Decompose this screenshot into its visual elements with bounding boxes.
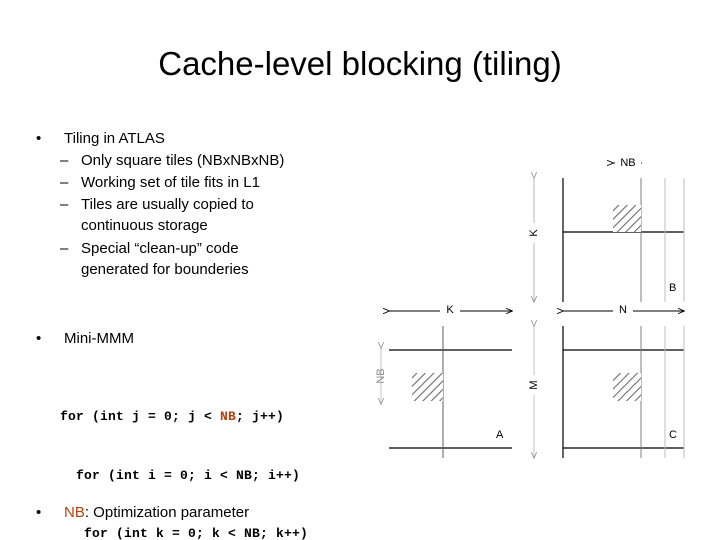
- code-line-1-post: ; j++): [236, 409, 285, 424]
- sub-bullet-working-set-l1: – Working set of tile fits in L1: [60, 172, 260, 193]
- matrix-b-tile: [613, 205, 641, 232]
- dash-marker: –: [60, 152, 69, 169]
- sub-bullet-label: Working set of tile fits in L1: [81, 174, 260, 191]
- label-n-horizontal: N: [613, 304, 633, 316]
- code-line-1: for (int j = 0; j < NB; j++): [60, 407, 324, 427]
- dash-marker: –: [60, 174, 69, 191]
- bullet-marker: •: [36, 330, 42, 347]
- label-nb-top: NB: [615, 157, 641, 169]
- code-nb-token: NB: [220, 409, 237, 424]
- label-matrix-c: C: [669, 429, 677, 441]
- mini-mmm-code-block: for (int j = 0; j < NB; j++) for (int i …: [60, 368, 324, 540]
- label-matrix-b: B: [669, 282, 677, 294]
- sub-bullet-copied-to-continuous-storage: – Tiles are usually copied to continuous…: [60, 194, 254, 236]
- bullet-label: Tiling in ATLAS: [64, 130, 165, 147]
- sub-bullet-square-tiles: – Only square tiles (NBxNBxNB): [60, 150, 284, 171]
- sub-bullet-label: Tiles are usually copied to continuous s…: [81, 196, 254, 234]
- page-title: Cache-level blocking (tiling): [158, 45, 562, 82]
- nb-description-label: : Optimization parameter: [84, 504, 250, 521]
- matrix-c-tile: [613, 373, 641, 401]
- dash-marker: –: [60, 240, 69, 257]
- label-k-vertical: K: [528, 223, 540, 243]
- code-line-3: for (int k = 0; k < NB; k++): [60, 526, 309, 540]
- dash-marker: –: [60, 196, 69, 213]
- nb-accent-label: NB: [64, 504, 85, 521]
- label-m-vertical: M: [528, 375, 540, 395]
- label-k-horizontal: K: [440, 304, 460, 316]
- label-matrix-a: A: [496, 429, 504, 441]
- bullet-marker: •: [36, 504, 42, 521]
- sub-bullet-label: Special “clean-up” code generated for bo…: [81, 240, 249, 278]
- matrix-b-group: [534, 163, 684, 311]
- label-nb-vertical: NB: [375, 368, 387, 384]
- bullet-mini-mmm: • Mini-MMM: [36, 328, 134, 349]
- matrix-a-group: [381, 311, 512, 458]
- code-line-1-pre: for (int j = 0; j <: [60, 409, 221, 424]
- sub-bullet-clean-up-code: – Special “clean-up” code generated for …: [60, 238, 249, 280]
- matrix-a-tile: [412, 373, 443, 401]
- sub-bullet-label: Only square tiles (NBxNBxNB): [81, 152, 285, 169]
- code-line-2: for (int i = 0; i < NB; i++): [60, 467, 301, 483]
- bullet-label: Mini-MMM: [64, 330, 134, 347]
- matrix-c-group: [534, 326, 685, 458]
- bullet-nb-optimization-parameter: • NB: Optimization parameter: [36, 502, 249, 523]
- bullet-marker: •: [36, 130, 42, 147]
- bullet-tiling-in-atlas: • Tiling in ATLAS: [36, 128, 165, 149]
